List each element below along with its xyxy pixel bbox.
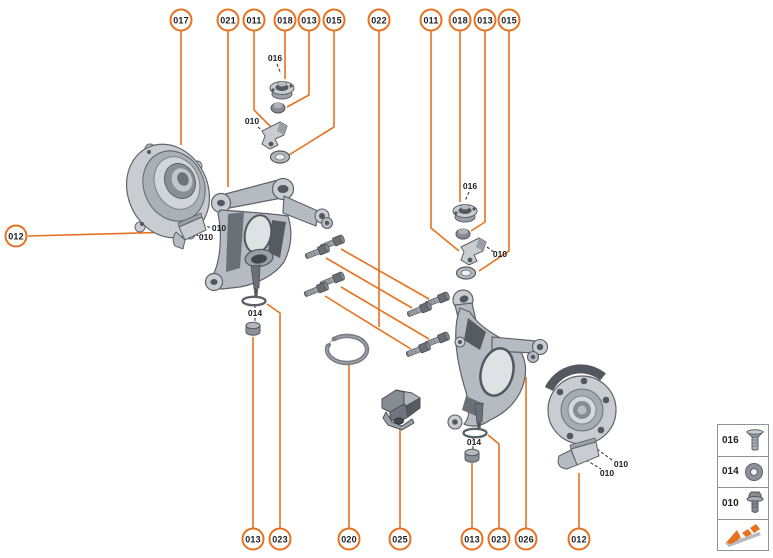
clamp-bracket-left: [261, 121, 288, 150]
callout-017[interactable]: 017: [169, 8, 193, 32]
ball-joint-cap-left: [269, 81, 295, 100]
part-label-010-clip-left-2: 010: [199, 232, 213, 242]
leader-023-bottom-right: [487, 434, 500, 528]
retaining-clip-right: [557, 437, 600, 470]
washer-icon: [745, 462, 763, 481]
leader-011-right: [430, 31, 460, 252]
hardware-legend: 016 014 010: [717, 424, 769, 551]
callout-011-right[interactable]: 011: [419, 8, 443, 32]
callout-018-right[interactable]: 018: [448, 8, 472, 32]
part-label-014-right: 014: [467, 437, 481, 447]
leader-015-right: [478, 31, 510, 272]
part-label-010-clip-right-2: 010: [600, 468, 614, 478]
callout-023-bottom-left[interactable]: 023: [268, 527, 292, 551]
legend-row-014[interactable]: 014: [718, 457, 768, 488]
wheel-bearing-hub-right: [544, 364, 617, 445]
washer-right: [455, 266, 477, 280]
callout-021[interactable]: 021: [216, 8, 240, 32]
bushing-right: [464, 448, 480, 463]
bolt-link-4: [324, 295, 412, 350]
callout-013-right[interactable]: 013: [473, 8, 497, 32]
clamp-bracket-right: [460, 237, 487, 266]
callout-015-left[interactable]: 015: [322, 8, 346, 32]
callout-012-bottom-right[interactable]: 012: [567, 527, 591, 551]
bolt-link-3: [340, 286, 430, 340]
callout-011-left[interactable]: 011: [242, 8, 266, 32]
callout-013-bottom-right[interactable]: 013: [460, 527, 484, 551]
bolt: [404, 340, 432, 359]
speed-sensor: [381, 389, 421, 431]
nut-left: [270, 102, 286, 114]
callout-026[interactable]: 026: [514, 527, 538, 551]
bushing-left: [245, 321, 261, 336]
legend-row-010[interactable]: 010: [718, 488, 768, 520]
part-label-014-left: 014: [248, 308, 262, 318]
part-label-010-right: 010: [493, 249, 507, 259]
callout-023-bottom-right[interactable]: 023: [487, 527, 511, 551]
steering-knuckle-left: [204, 177, 334, 298]
callout-leader-lines: [27, 31, 580, 528]
steering-knuckle-right: [447, 289, 549, 430]
callout-022[interactable]: 022: [367, 8, 391, 32]
legend-label-014: 014: [722, 466, 739, 478]
callout-018-left[interactable]: 018: [273, 8, 297, 32]
legend-row-016[interactable]: 016: [718, 425, 768, 457]
part-label-016-right: 016: [463, 181, 477, 191]
retaining-clip-left: [172, 212, 207, 250]
o-ring-right: [462, 427, 488, 439]
callout-013-left[interactable]: 013: [297, 8, 321, 32]
inline-part-labels: 016 010 014 016 010 014 010 010 010 010: [199, 53, 628, 478]
washer-left: [269, 150, 291, 164]
legend-label-010: 010: [722, 497, 739, 509]
callout-012-left[interactable]: 012: [4, 224, 28, 248]
callout-013-bottom-left[interactable]: 013: [241, 527, 265, 551]
part-label-010-clip-left-1: 010: [212, 223, 226, 233]
callout-025[interactable]: 025: [388, 527, 412, 551]
flange-bolt-icon: [746, 491, 764, 514]
nut-right: [455, 228, 471, 240]
o-ring-left: [241, 295, 267, 307]
legend-label-016: 016: [722, 434, 739, 446]
part-label-010-left: 010: [245, 116, 259, 126]
bolt: [405, 300, 433, 319]
leader-013-left: [286, 31, 310, 108]
leader-012-left: [27, 231, 178, 237]
direction-arrow-icon: [725, 523, 761, 547]
callout-015-right[interactable]: 015: [497, 8, 521, 32]
ball-joint-cap-right: [452, 204, 478, 223]
leader-023-bottom-left: [266, 303, 281, 528]
countersunk-screw-icon: [746, 429, 764, 451]
leader-013-right: [470, 31, 486, 232]
legend-row-direction[interactable]: [718, 520, 768, 551]
part-label-010-clip-right-1: 010: [614, 459, 628, 469]
bolt-link-2: [325, 257, 413, 309]
snap-ring: [324, 333, 370, 366]
leader-015-left: [288, 31, 335, 156]
bolt-link-1: [340, 248, 430, 300]
part-label-016-left: 016: [268, 53, 282, 63]
callout-020[interactable]: 020: [337, 527, 361, 551]
leader-011-left: [253, 31, 272, 128]
